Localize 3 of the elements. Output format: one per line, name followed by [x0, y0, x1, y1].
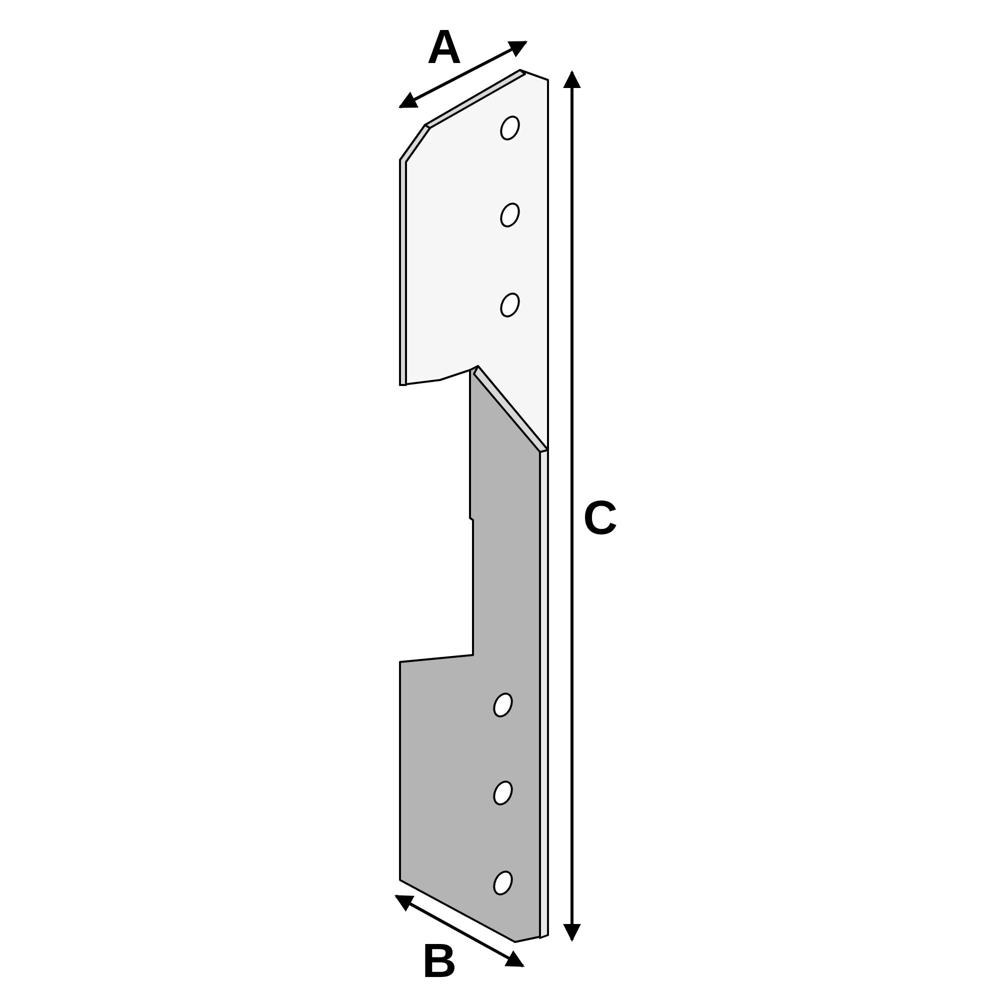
dimension-label: B: [422, 938, 457, 986]
dimension-label: A: [427, 24, 462, 72]
dimension-label: C: [583, 495, 618, 543]
